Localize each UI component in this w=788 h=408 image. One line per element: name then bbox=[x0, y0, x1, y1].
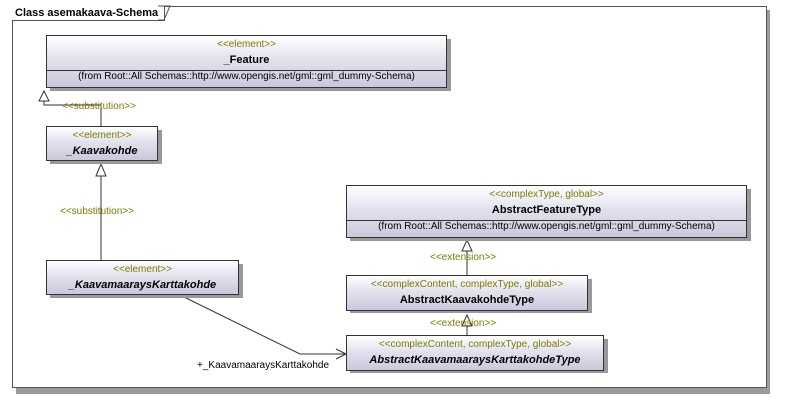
extension-arrowhead-2 bbox=[461, 313, 473, 327]
feature-from: (from Root::All Schemas::http://www.open… bbox=[78, 71, 415, 82]
extension-label-2: <<extension>> bbox=[430, 318, 497, 329]
association-role-label: +_KaavamaaraysKarttakohde bbox=[197, 360, 330, 371]
karttakohde-stereotype: <<element>> bbox=[113, 264, 172, 275]
feature-element-box[interactable]: <<element>> _Feature (from Root::All Sch… bbox=[46, 35, 447, 88]
frame-tab-notch bbox=[158, 5, 171, 21]
substitution-connector-1 bbox=[43, 101, 102, 126]
association-connector bbox=[183, 296, 346, 355]
abstract-feature-type-box[interactable]: <<complexType, global>> AbstractFeatureT… bbox=[346, 185, 747, 238]
extension-arrowhead-1 bbox=[461, 238, 473, 252]
extension-label-1: <<extension>> bbox=[430, 252, 497, 263]
abstract-karttakohde-type-name: AbstractKaavamaaraysKarttakohdeType bbox=[369, 354, 581, 366]
feature-separator bbox=[47, 70, 446, 71]
abstract-kaavakohde-type-stereotype: <<complexContent, complexType, global>> bbox=[370, 279, 564, 290]
feature-stereotype: <<element>> bbox=[217, 39, 276, 50]
substitution-label-1: <<substitution>> bbox=[62, 101, 136, 112]
karttakohde-element-box[interactable]: <<element>> _KaavamaaraysKarttakohde bbox=[46, 260, 239, 295]
abstract-feature-type-stereotype: <<complexType, global>> bbox=[489, 189, 604, 200]
abstract-feature-type-from: (from Root::All Schemas::http://www.open… bbox=[378, 221, 715, 232]
substitution-arrowhead-1 bbox=[38, 89, 50, 102]
abstract-kaavakohde-type-box[interactable]: <<complexContent, complexType, global>> … bbox=[346, 275, 588, 311]
feature-name: _Feature bbox=[223, 54, 270, 66]
abstract-feature-type-separator bbox=[347, 220, 746, 221]
abstract-feature-type-name: AbstractFeatureType bbox=[491, 204, 602, 216]
substitution-label-2: <<substitution>> bbox=[60, 206, 134, 217]
kaavakohde-name: _Kaavakohde bbox=[66, 145, 138, 157]
abstract-karttakohde-type-box[interactable]: <<complexContent, complexType, global>> … bbox=[346, 335, 604, 371]
abstract-karttakohde-type-stereotype: <<complexContent, complexType, global>> bbox=[378, 339, 572, 350]
substitution-arrowhead-2 bbox=[95, 162, 107, 177]
abstract-kaavakohde-type-name: AbstractKaavakohdeType bbox=[399, 294, 535, 306]
kaavakohde-stereotype: <<element>> bbox=[72, 130, 132, 141]
karttakohde-name: _KaavamaaraysKarttakohde bbox=[68, 279, 217, 291]
diagram-frame-title: Class asemakaava-Schema bbox=[12, 6, 166, 21]
kaavakohde-element-box[interactable]: <<element>> _Kaavakohde bbox=[46, 126, 158, 161]
